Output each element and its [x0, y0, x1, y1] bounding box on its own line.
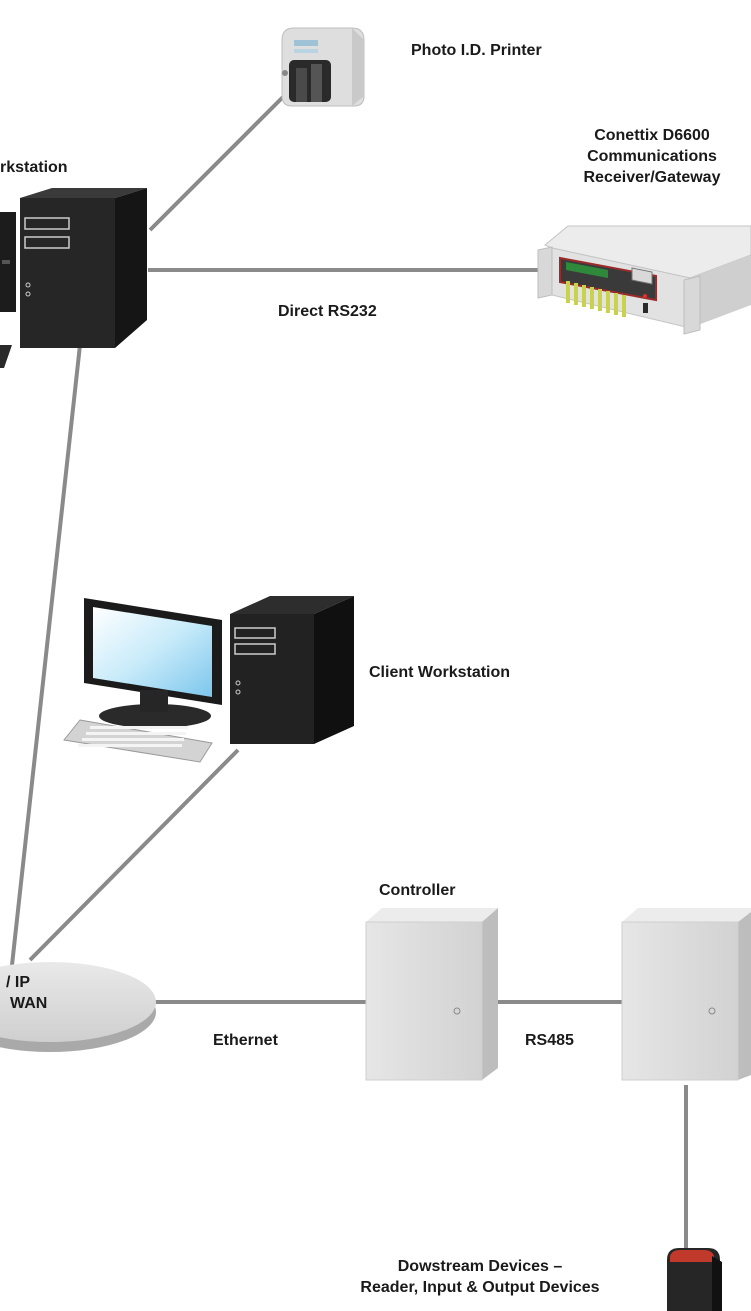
controller-label: Controller — [379, 882, 456, 899]
server-tower-icon — [0, 188, 147, 368]
connector-server-printer — [148, 88, 292, 232]
card-reader-icon — [667, 1248, 722, 1311]
network-label-line2: WAN — [10, 995, 48, 1012]
connector-client-network — [28, 748, 240, 962]
network-cloud-icon — [0, 962, 156, 1052]
receiver-label-line1: Conettix D6600 — [594, 127, 710, 144]
rs485-label: RS485 — [525, 1032, 574, 1049]
photo-printer-label: Photo I.D. Printer — [411, 42, 542, 59]
downstream-devices-label: Dowstream Devices – Reader, Input & Outp… — [300, 1256, 660, 1298]
downstream-label-line2: Reader, Input & Output Devices — [360, 1279, 600, 1296]
network-label: / IP WAN — [0, 972, 47, 1014]
direct-rs232-label: Direct RS232 — [278, 303, 377, 320]
receiver-gateway-label: Conettix D6600 Communications Receiver/G… — [552, 125, 751, 188]
server-workstation-label: rkstation — [0, 159, 68, 176]
receiver-label-line2: Communications — [587, 148, 717, 165]
ethernet-label: Ethernet — [213, 1032, 278, 1049]
printer-icon — [281, 27, 365, 107]
receiver-label-line3: Receiver/Gateway — [583, 169, 721, 186]
connector-server-network — [10, 344, 82, 966]
client-workstation-label: Client Workstation — [369, 664, 511, 681]
network-label-line1: / IP — [6, 974, 31, 991]
client-workstation-icon — [63, 596, 354, 763]
downstream-label-line1: Dowstream Devices – — [397, 1258, 563, 1275]
receiver-gateway-icon — [537, 225, 751, 335]
controller-cabinet-icon — [365, 908, 498, 1081]
connector-lines — [10, 88, 688, 1255]
controller-cabinet-icon — [621, 908, 751, 1081]
